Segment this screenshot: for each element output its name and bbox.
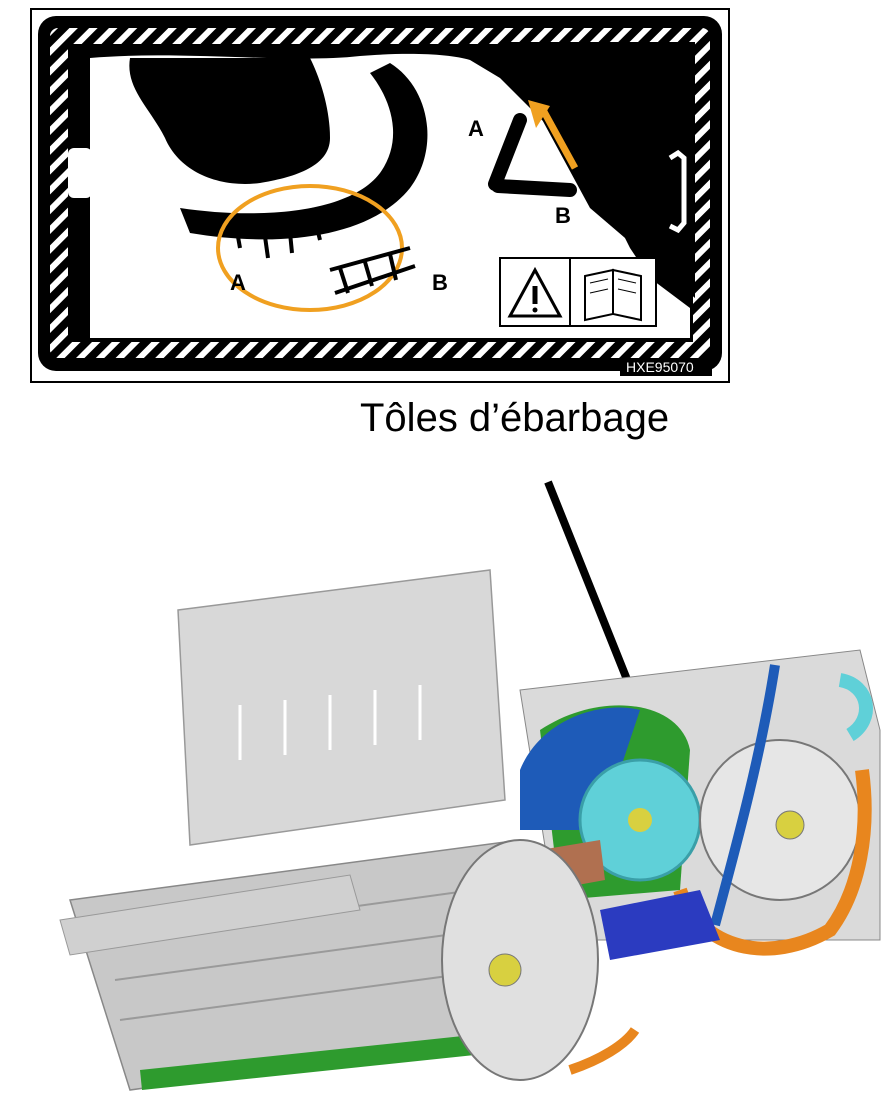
concave-shape xyxy=(129,58,330,184)
rasp-bars-a xyxy=(229,206,331,259)
caption-label: Tôles d’ébarbage xyxy=(360,396,670,440)
blue-base xyxy=(600,890,720,960)
green-bar xyxy=(140,1030,522,1090)
front-rotor-disc xyxy=(441,839,599,1081)
highlight-ellipse xyxy=(216,184,404,312)
lever-diagram: A B xyxy=(468,100,579,228)
blue-belt xyxy=(710,664,780,927)
threshing-rotor-illustration xyxy=(59,479,881,1091)
rotor-arc xyxy=(180,63,428,240)
label-b-bars: B xyxy=(432,270,448,295)
front-shaft xyxy=(488,953,522,987)
label-a-bars: A xyxy=(230,270,246,295)
warning-triangle-icon xyxy=(499,257,571,327)
cover-panel xyxy=(177,569,506,846)
part-number: HXE95070 xyxy=(626,359,694,375)
panel-slots xyxy=(238,685,422,760)
safety-decal: A B A B HXE95070 xyxy=(30,8,730,383)
label-a-lever: A xyxy=(468,116,484,141)
label-b-lever: B xyxy=(555,203,571,228)
operator-manual-icon xyxy=(569,257,657,327)
front-shield xyxy=(59,874,361,956)
rasp-bars-b xyxy=(329,246,416,295)
cyan-clip xyxy=(838,673,873,741)
orange-strip xyxy=(568,1026,640,1075)
drum-hub xyxy=(628,808,652,832)
handle-icon xyxy=(668,149,687,234)
